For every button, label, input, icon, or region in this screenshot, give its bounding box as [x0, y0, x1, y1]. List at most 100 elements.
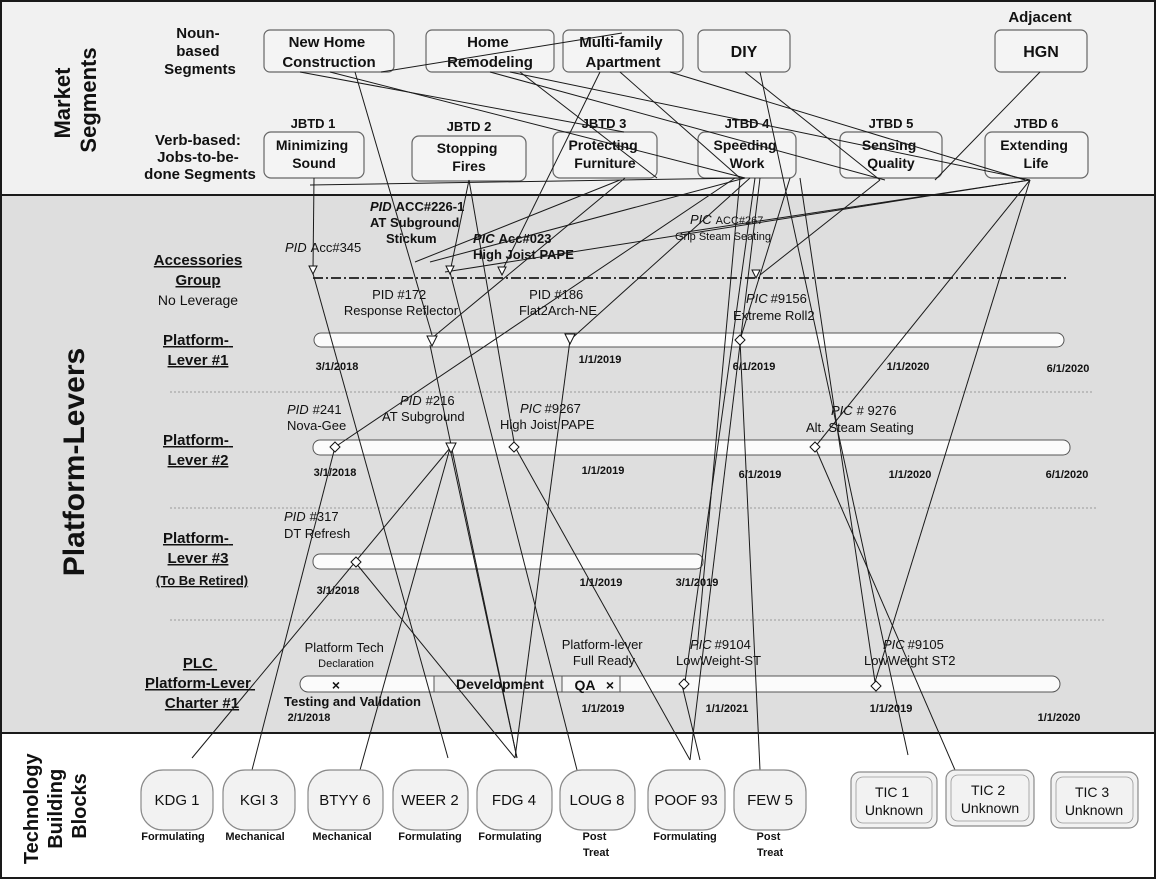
tbb-name: KDG 1: [154, 792, 199, 809]
link-nhc-mfa: [380, 32, 623, 73]
link-j4-pic9104: [696, 177, 741, 651]
noun-segment-hgn[interactable]: HGN: [994, 29, 1088, 73]
jtbd-label: Sensing Quality: [862, 137, 920, 171]
noun-segment-label: Multi-family Apartment: [579, 34, 667, 71]
tbb-type-kdg1: Formulating: [141, 831, 205, 843]
marker-pid216: [445, 442, 457, 455]
lever1-date-2: 1/1/2019: [579, 354, 622, 366]
jtbd-label: Protecting Furniture: [568, 137, 641, 171]
lever2-date-2: 1/1/2019: [582, 465, 625, 477]
tic-1[interactable]: TIC 1 Unknown: [850, 771, 938, 829]
lever1-title: Platform- Lever #1: [163, 332, 233, 369]
tic-label: TIC 3 Unknown: [1065, 784, 1123, 818]
noun-segment-diy[interactable]: DIY: [697, 29, 791, 73]
jtbd-box-stopping-fires[interactable]: Stopping Fires: [411, 135, 527, 182]
tic-2-line1: TIC 2: [971, 782, 1005, 798]
plc-platform-tech-line1: Platform Tech: [305, 640, 384, 655]
platform-levers-title: Platform-Levers: [58, 348, 91, 576]
link-j6-acc: [444, 179, 1031, 273]
link-diy-tic1: [759, 71, 909, 756]
noun-segments-label: Noun- based Segments: [164, 25, 236, 78]
lever2-project-9276-id: # 9276: [857, 403, 897, 418]
link-pic9156-few5: [739, 339, 761, 771]
noun-segment-home-remodeling[interactable]: Home Remodeling: [425, 29, 555, 73]
lever2-project-216-type: PID: [400, 393, 422, 408]
link-j4-pid241: [334, 177, 736, 448]
jtbd-box-speeding-work[interactable]: Speeding Work: [697, 131, 797, 179]
jtbd-box-minimizing-sound[interactable]: Minimizing Sound: [263, 131, 365, 179]
plc-testing-label: Testing and Validation: [284, 694, 421, 709]
jtbd-line1: Stopping: [437, 140, 498, 156]
link-pid186-fdg4: [514, 339, 571, 759]
jtbd-box-sensing-quality[interactable]: Sensing Quality: [839, 131, 943, 179]
lever3-subtitle: (To Be Retired): [156, 573, 248, 588]
plc-development-label: Development: [456, 676, 544, 692]
tbb-title-line3: Blocks: [69, 773, 91, 839]
link-pid317-fdg4: [354, 561, 516, 759]
tbb-btyy6[interactable]: BTYY 6: [307, 769, 384, 831]
lever2-project-241-line2: Nova-Gee: [287, 418, 346, 433]
verb-segments-label: Verb-based: Jobs-to-be- done Segments: [144, 132, 256, 183]
accessories-group-title2: Group: [176, 272, 221, 289]
jtbd-line2: Furniture: [574, 155, 636, 171]
jtbd-tag-4: JTBD 4: [725, 116, 771, 131]
acc-023-id: Acc#023: [499, 231, 552, 246]
plc-declaration-mark: ×: [332, 677, 340, 693]
tbb-weer2[interactable]: WEER 2: [392, 769, 469, 831]
plc-platform-tech-line2: Declaration: [318, 658, 374, 670]
lever1-project-186-line1: PID #186: [529, 287, 583, 302]
jtbd-box-protecting-furniture[interactable]: Protecting Furniture: [552, 131, 658, 179]
noun-label-line3: Segments: [164, 61, 236, 78]
tbb-loug8[interactable]: LOUG 8: [559, 769, 636, 831]
acc-226-line3: Stickum: [386, 231, 437, 246]
link-pic9276-tic2: [814, 446, 956, 771]
tbb-type-weer2: Formulating: [398, 831, 462, 843]
tbb-type-few5-line1: Post: [757, 831, 781, 843]
noun-segment-new-home-construction[interactable]: New Home Construction: [263, 29, 395, 73]
lever2-date-1: 3/1/2018: [314, 467, 357, 479]
jtbd-line1: Sensing: [862, 137, 916, 153]
platform-levers-band: [0, 195, 1156, 733]
link-hr-j5: [489, 71, 886, 181]
lever2-date-5: 6/1/2020: [1046, 469, 1089, 481]
marker-acc345: [308, 265, 318, 276]
lever1-date-1: 3/1/2018: [316, 361, 359, 373]
tbb-poof93[interactable]: POOF 93: [647, 769, 726, 831]
plc-title-line2: Platform-Lever: [145, 675, 251, 692]
tbb-fdg4[interactable]: FDG 4: [476, 769, 553, 831]
lever2-project-241-type: PID: [287, 402, 309, 417]
accessories-group-title: Accessories: [154, 252, 242, 269]
tic-2[interactable]: TIC 2 Unknown: [945, 769, 1035, 827]
lever2-title-line2: Lever #2: [168, 452, 229, 469]
tbb-kdg1[interactable]: KDG 1: [140, 769, 214, 831]
acc-023-type: PIC: [473, 231, 495, 246]
lever2-project-241: PID#241 Nova-Gee: [287, 402, 346, 433]
tic-3-line1: TIC 3: [1075, 784, 1109, 800]
jtbd-box-extending-life[interactable]: Extending Life: [984, 131, 1089, 179]
tbb-few5[interactable]: FEW 5: [733, 769, 807, 831]
tbb-title-line2: Building: [45, 769, 67, 849]
lever1-date-3: 6/1/2019: [733, 361, 776, 373]
lever3-project-317-line2: DT Refresh: [284, 526, 350, 541]
adjacent-label: Adjacent: [1008, 9, 1071, 26]
jtbd-line1: Minimizing: [276, 137, 348, 153]
link-pic9267-poof93: [514, 446, 691, 761]
noun-segment-multi-family-apartment[interactable]: Multi-family Apartment: [562, 29, 684, 73]
tic-3[interactable]: TIC 3 Unknown: [1050, 771, 1139, 829]
jtbd-tag-2: JBTD 2: [447, 119, 492, 134]
tbb-name: POOF 93: [654, 792, 717, 809]
tbb-type-fdg4: Formulating: [478, 831, 542, 843]
acc-345-type: PID: [285, 240, 307, 255]
lever2-title-line1: Platform-: [163, 432, 229, 449]
tbb-kgi3[interactable]: KGI 3: [222, 769, 296, 831]
marker-pic9276: [809, 441, 821, 453]
noun-segment-line2: Construction: [282, 54, 375, 71]
lever1-project-186: PID #186 Flat2Arch-NE: [519, 287, 597, 318]
link-pid216-btyy6: [359, 447, 451, 771]
jtbd-tag-1: JBTD 1: [291, 116, 336, 131]
link-acc345-weer2: [311, 269, 449, 759]
tic-2-line2: Unknown: [961, 800, 1019, 816]
link-mfa-j4: [619, 71, 741, 179]
